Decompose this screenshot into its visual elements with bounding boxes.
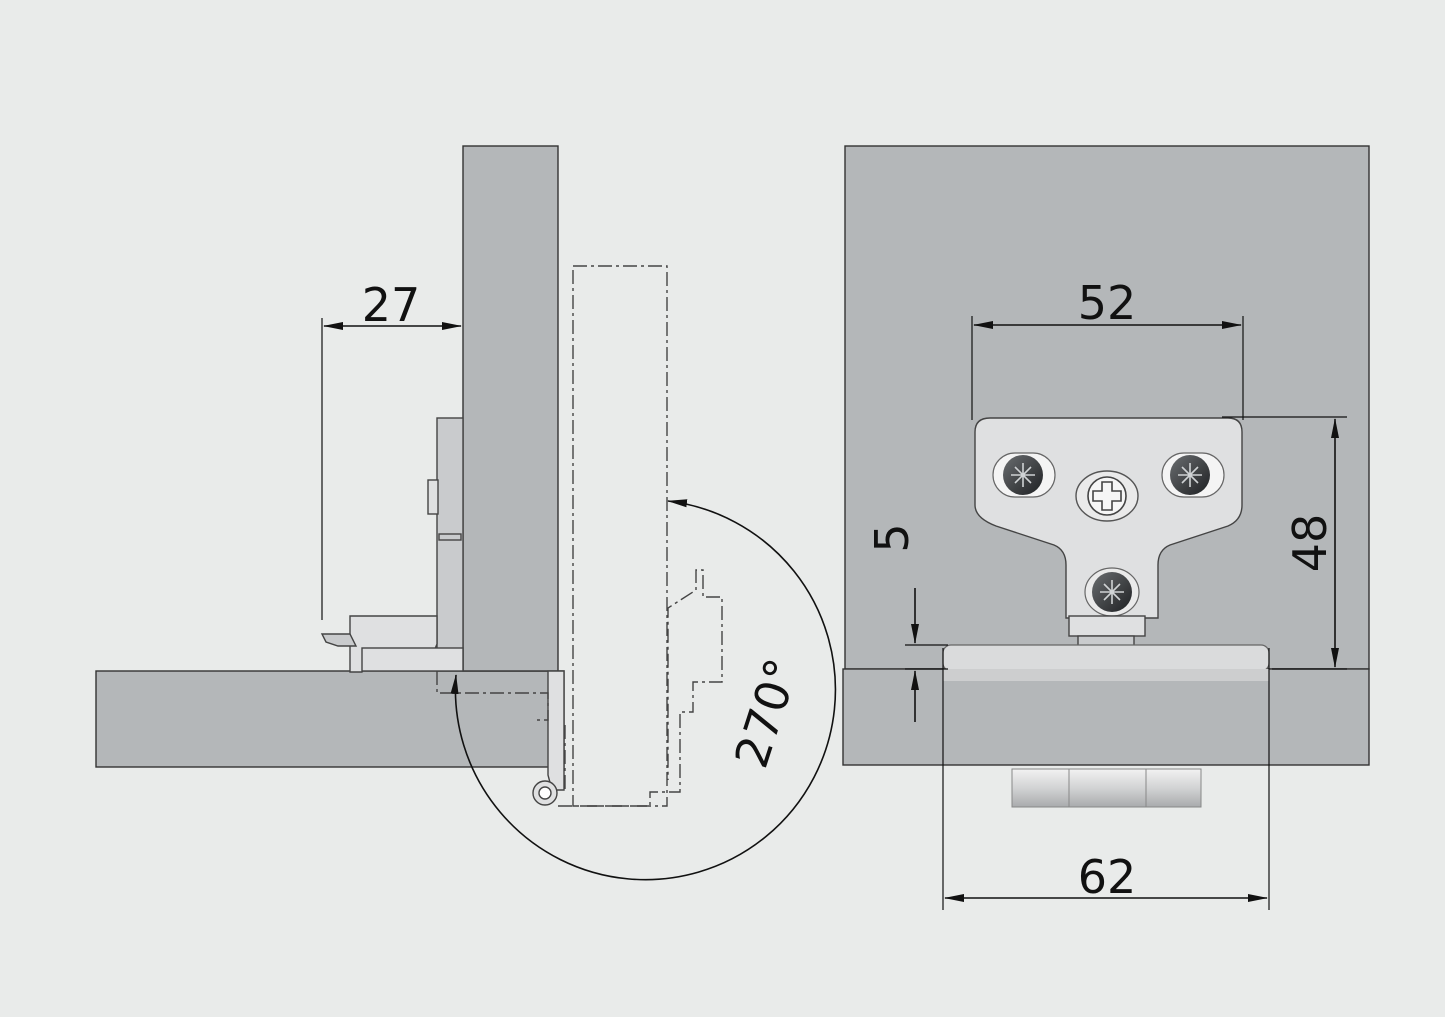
dim-offset-label: 5	[865, 523, 919, 552]
dim-hole-spacing-label: 52	[1078, 276, 1137, 330]
dim-depth-label: 27	[362, 278, 421, 332]
front-hinge-knuckle	[1011, 768, 1202, 808]
dim-depth: 27	[321, 278, 462, 620]
side-view: 27 270°	[95, 145, 837, 881]
dim-offset: 5	[865, 523, 948, 722]
dim-height: 48	[1222, 416, 1347, 670]
side-hinge-plate	[320, 417, 464, 673]
dim-angle-label: 270°	[724, 652, 810, 774]
side-bottom-panel	[95, 670, 565, 768]
adjustment-screw	[1087, 476, 1127, 516]
front-hinge-plate	[974, 417, 1243, 669]
side-hinge-arm	[532, 670, 565, 806]
front-hinge-base	[942, 644, 1270, 681]
dim-height-label: 48	[1283, 514, 1337, 573]
dim-width: 62	[942, 648, 1270, 910]
side-vertical-panel	[462, 145, 559, 672]
dim-hole-spacing: 52	[971, 276, 1244, 420]
front-view: 52 48 5 62	[842, 145, 1370, 910]
front-bottom-panel	[842, 668, 1370, 766]
dim-width-label: 62	[1078, 850, 1137, 904]
